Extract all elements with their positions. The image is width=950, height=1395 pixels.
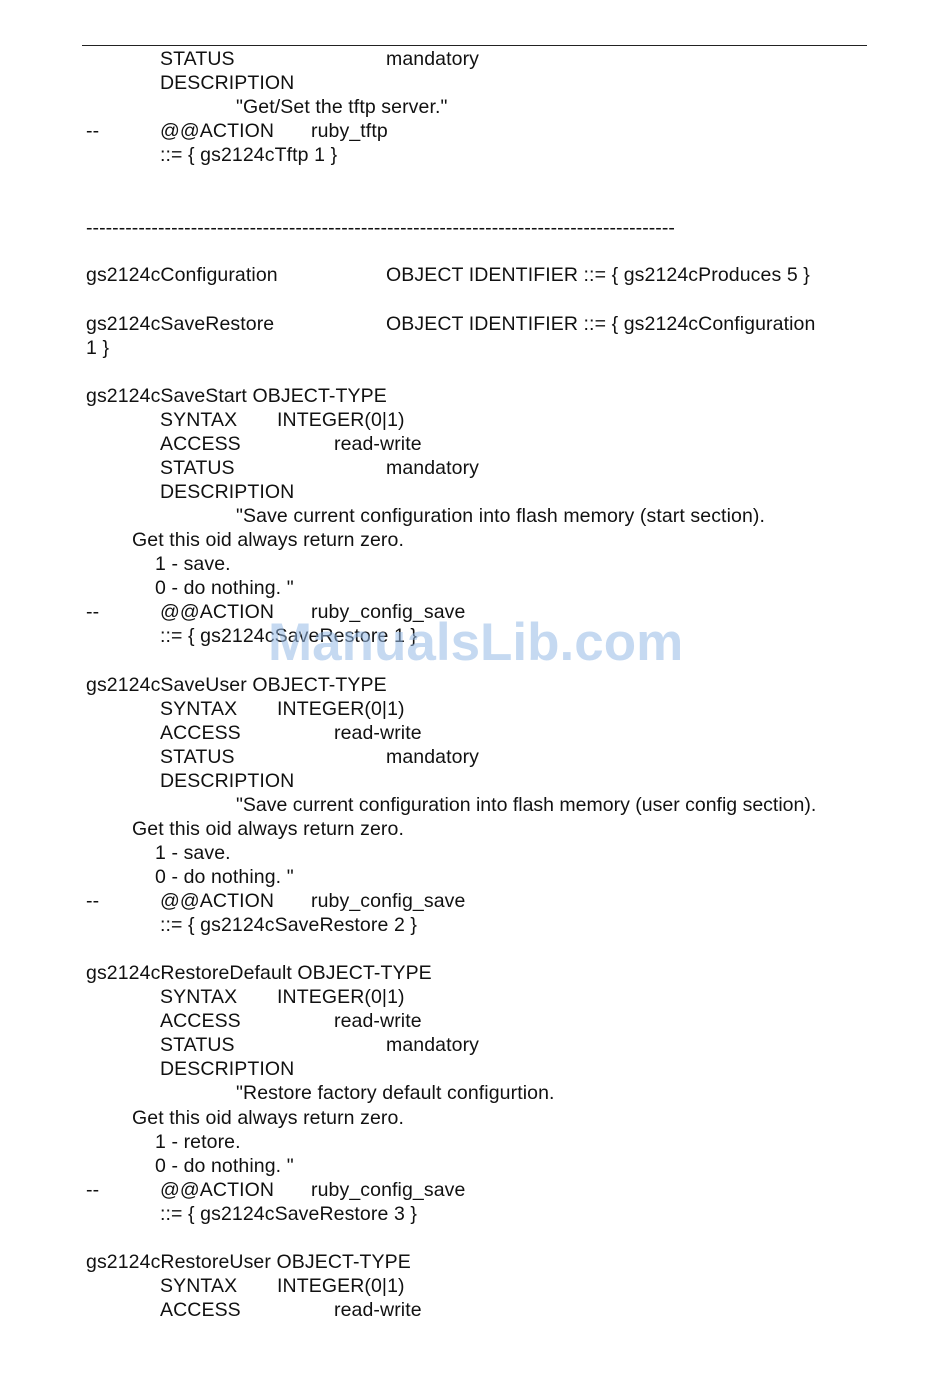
syntax-key: SYNTAX <box>160 1275 238 1297</box>
status-key: STATUS <box>160 746 235 768</box>
status-key: STATUS <box>160 457 235 479</box>
access-key: ACCESS <box>160 433 241 455</box>
oid-assignment: ::= { gs2124cSaveRestore 1 } <box>160 625 418 647</box>
access-key: ACCESS <box>160 1010 241 1032</box>
syntax-key: SYNTAX <box>160 698 238 720</box>
oid-value-wrap: 1 } <box>86 337 110 359</box>
object-type-header: gs2124cSaveStart OBJECT-TYPE <box>86 385 387 407</box>
access-value: read-write <box>334 1299 422 1321</box>
access-key: ACCESS <box>160 1299 241 1321</box>
oid-value: OBJECT IDENTIFIER ::= { gs2124cProduces … <box>386 264 810 286</box>
oid-value: OBJECT IDENTIFIER ::= { gs2124cConfigura… <box>386 313 816 335</box>
access-value: read-write <box>334 433 422 455</box>
oid-name: gs2124cConfiguration <box>86 264 278 286</box>
separator-line: ----------------------------------------… <box>86 217 675 239</box>
status-value: mandatory <box>386 746 480 768</box>
action-key: @@ACTION <box>160 120 275 142</box>
status-value: mandatory <box>386 1034 480 1056</box>
description-text: "Get/Set the tftp server." <box>236 96 448 118</box>
action-value: ruby_config_save <box>311 1179 466 1201</box>
description-text: "Save current configuration into flash m… <box>236 794 817 816</box>
description-key: DESCRIPTION <box>160 72 295 94</box>
object-type-header: gs2124cRestoreDefault OBJECT-TYPE <box>86 962 432 984</box>
syntax-value: INTEGER(0|1) <box>277 409 405 431</box>
oid-assignment: ::= { gs2124cSaveRestore 2 } <box>160 914 418 936</box>
action-key: @@ACTION <box>160 890 275 912</box>
description-key: DESCRIPTION <box>160 481 295 503</box>
status-key: STATUS <box>160 1034 235 1056</box>
oid-assignment: ::= { gs2124cSaveRestore 3 } <box>160 1203 418 1225</box>
syntax-value: INTEGER(0|1) <box>277 698 405 720</box>
action-key: @@ACTION <box>160 601 275 623</box>
description-text: 1 - retore. <box>155 1131 241 1153</box>
description-key: DESCRIPTION <box>160 770 295 792</box>
action-value: ruby_tftp <box>311 120 388 142</box>
action-value: ruby_config_save <box>311 890 466 912</box>
description-text: Get this oid always return zero. <box>132 1107 404 1129</box>
description-text: "Restore factory default configurtion. <box>236 1082 555 1104</box>
comment-prefix: -- <box>86 890 100 912</box>
description-text: 1 - save. <box>155 553 231 575</box>
object-type-header: gs2124cRestoreUser OBJECT-TYPE <box>86 1251 411 1273</box>
description-text: 0 - do nothing. " <box>155 866 294 888</box>
syntax-key: SYNTAX <box>160 409 238 431</box>
oid-name: gs2124cSaveRestore <box>86 313 275 335</box>
description-text: "Save current configuration into flash m… <box>236 505 766 527</box>
description-text: 0 - do nothing. " <box>155 577 294 599</box>
syntax-value: INTEGER(0|1) <box>277 986 405 1008</box>
description-text: Get this oid always return zero. <box>132 818 404 840</box>
header-rule <box>82 45 867 46</box>
oid-assignment: ::= { gs2124cTftp 1 } <box>160 144 338 166</box>
action-key: @@ACTION <box>160 1179 275 1201</box>
comment-prefix: -- <box>86 120 100 142</box>
comment-prefix: -- <box>86 1179 100 1201</box>
description-text: 1 - save. <box>155 842 231 864</box>
comment-prefix: -- <box>86 601 100 623</box>
syntax-key: SYNTAX <box>160 986 238 1008</box>
status-value: mandatory <box>386 457 480 479</box>
description-key: DESCRIPTION <box>160 1058 295 1080</box>
description-text: Get this oid always return zero. <box>132 529 404 551</box>
access-value: read-write <box>334 1010 422 1032</box>
access-key: ACCESS <box>160 722 241 744</box>
status-key: STATUS <box>160 48 235 70</box>
status-value: mandatory <box>386 48 480 70</box>
syntax-value: INTEGER(0|1) <box>277 1275 405 1297</box>
access-value: read-write <box>334 722 422 744</box>
action-value: ruby_config_save <box>311 601 466 623</box>
watermark-logo: ManualsLib.com <box>268 613 684 672</box>
description-text: 0 - do nothing. " <box>155 1155 294 1177</box>
object-type-header: gs2124cSaveUser OBJECT-TYPE <box>86 674 387 696</box>
